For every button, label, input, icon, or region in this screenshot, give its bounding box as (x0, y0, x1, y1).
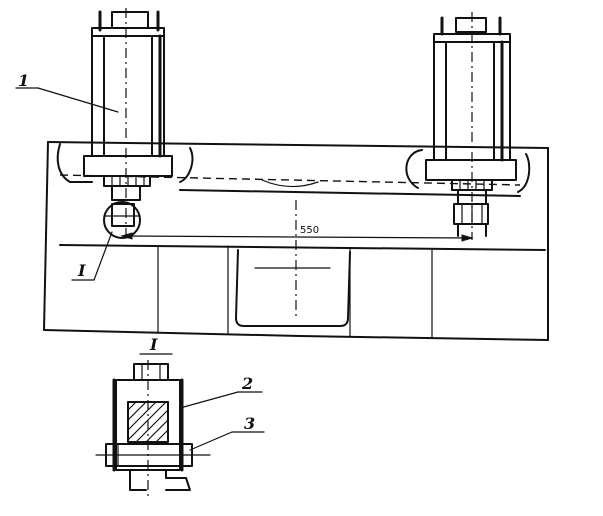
detail-title: I (149, 335, 158, 354)
detail-mark: I (77, 261, 86, 280)
label-part-2: 2 (241, 374, 253, 393)
leader-part-1: 1 (15, 71, 119, 113)
detail-view: I (95, 335, 211, 500)
left-cylinder (83, 8, 173, 240)
leader-part-3: 3 (189, 414, 265, 451)
central-window (235, 200, 351, 327)
leader-part-2: 2 (179, 374, 263, 409)
right-cylinder (425, 12, 517, 240)
label-part-1: 1 (18, 71, 29, 90)
dimension-550: 550 (120, 225, 474, 242)
dimension-value: 550 (300, 225, 319, 236)
beam-frame (43, 141, 549, 341)
label-part-3: 3 (244, 414, 255, 433)
leader-detail-mark: I (71, 231, 113, 281)
